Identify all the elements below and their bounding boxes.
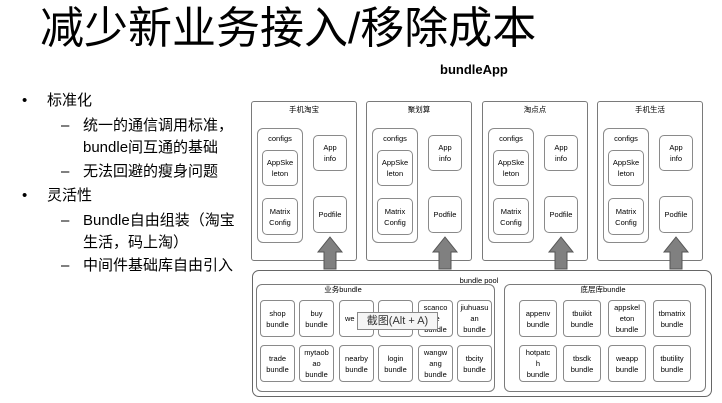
configs-label: configs <box>383 134 407 143</box>
base-bundle-item: tbmatrix bundle <box>653 300 691 337</box>
base-bundle-item: hotpatc h bundle <box>519 345 557 382</box>
bullet-marker: • <box>22 187 28 204</box>
base-bundle-item: tbsdk bundle <box>563 345 601 382</box>
business-bundle-item: shop bundle <box>260 300 295 337</box>
bullet-text: 灵活性 <box>47 187 93 204</box>
matrix-config-box: Matrix Config <box>262 198 298 235</box>
configs-label: configs <box>499 134 523 143</box>
matrix-config-box: Matrix Config <box>608 198 644 235</box>
business-bundle-item: wangw ang bundle <box>418 345 453 382</box>
podfile-box: Podfile <box>428 196 462 233</box>
app-name: 手机生活 <box>635 105 665 114</box>
diagram-title: bundleApp <box>440 62 508 77</box>
business-bundle-item: mytaob ao bundle <box>299 345 334 382</box>
base-bundle-item: appskel eton bundle <box>608 300 646 337</box>
app-box: 手机生活 configs AppSke leton Matrix Config … <box>597 101 703 261</box>
slide-title: 减少新业务接入/移除成本 <box>40 4 537 53</box>
app-name: 手机淘宝 <box>289 105 319 114</box>
app-info-box: App info <box>659 135 693 171</box>
podfile-box: Podfile <box>544 196 578 233</box>
app-name: 淘点点 <box>523 105 547 114</box>
sub-bullet-text: Bundle自由组装（淘宝 生活，码上淘） <box>83 212 235 251</box>
configs-label: configs <box>268 134 292 143</box>
business-bundle-item: trade bundle <box>260 345 295 382</box>
matrix-config-box: Matrix Config <box>377 198 413 235</box>
business-bundle-item: nearby bundle <box>339 345 374 382</box>
business-bundle-item: login bundle <box>378 345 413 382</box>
podfile-box: Podfile <box>659 196 693 233</box>
app-box: 聚划算 configs AppSke leton Matrix Config A… <box>366 101 472 261</box>
podfile-box: Podfile <box>313 196 347 233</box>
base-bundle-group <box>504 284 706 392</box>
bullet-marker: • <box>22 92 28 109</box>
screenshot-tooltip: 截图(Alt + A) <box>357 312 438 330</box>
bullet-text: 标准化 <box>47 92 93 109</box>
sub-bullet-text: 无法回避的瘦身问题 <box>83 163 219 180</box>
sub-bullet-marker: – <box>61 117 70 134</box>
sub-bullet-marker: – <box>61 163 70 180</box>
sub-bullet-marker: – <box>61 257 70 274</box>
app-name: 聚划算 <box>407 105 431 114</box>
base-bundle-item: tbutility bundle <box>653 345 691 382</box>
matrix-config-box: Matrix Config <box>493 198 529 235</box>
business-bundle-item: buy bundle <box>299 300 334 337</box>
app-info-box: App info <box>428 135 462 171</box>
app-skeleton-box: AppSke leton <box>608 150 644 186</box>
base-bundle-label: 底层库bundle <box>580 285 626 294</box>
app-info-box: App info <box>544 135 578 171</box>
configs-label: configs <box>614 134 638 143</box>
app-box: 淘点点 configs AppSke leton Matrix Config A… <box>482 101 588 261</box>
configs-group: configs AppSke leton Matrix Config <box>372 128 418 243</box>
base-bundle-item: appenv bundle <box>519 300 557 337</box>
app-skeleton-box: AppSke leton <box>493 150 529 186</box>
business-bundle-label: 业务bundle <box>324 285 362 294</box>
business-bundle-item: jiuhuasu an bundle <box>457 300 492 337</box>
bundle-pool-label: bundle pool <box>459 276 499 285</box>
configs-group: configs AppSke leton Matrix Config <box>488 128 534 243</box>
sub-bullet-marker: – <box>61 212 70 229</box>
configs-group: configs AppSke leton Matrix Config <box>603 128 649 243</box>
sub-bullet-text: 中间件基础库自由引入 <box>83 257 234 274</box>
app-skeleton-box: AppSke leton <box>377 150 413 186</box>
app-skeleton-box: AppSke leton <box>262 150 298 186</box>
app-info-box: App info <box>313 135 347 171</box>
sub-bullet-text: 统一的通信调用标准， bundle间互通的基础 <box>83 117 234 156</box>
base-bundle-item: tbuikit bundle <box>563 300 601 337</box>
base-bundle-item: weapp bundle <box>608 345 646 382</box>
configs-group: configs AppSke leton Matrix Config <box>257 128 303 243</box>
business-bundle-group <box>256 284 495 392</box>
app-box: 手机淘宝 configs AppSke leton Matrix Config … <box>251 101 357 261</box>
business-bundle-item: tbcity bundle <box>457 345 492 382</box>
